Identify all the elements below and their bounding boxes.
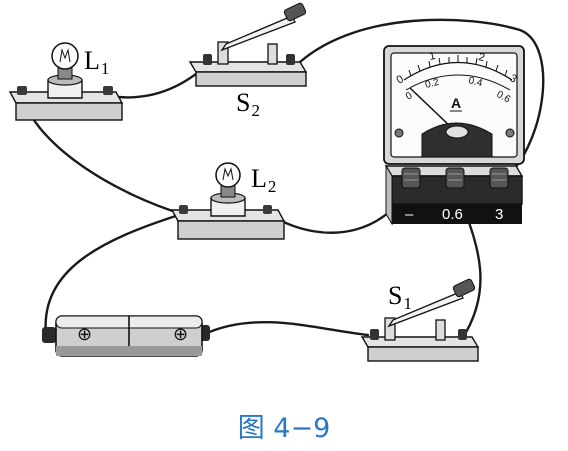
label-s2-sub: 2 xyxy=(251,101,260,120)
label-s2-main: S xyxy=(236,88,251,117)
ammeter-scale-inner-04: 0.4 xyxy=(467,75,484,89)
battery: ⊕ ⊕ xyxy=(42,315,210,357)
label-l2-main: L xyxy=(251,164,267,193)
battery-cell-2-symbol: ⊕ xyxy=(173,324,188,345)
ammeter-unit: A xyxy=(451,95,461,111)
wire-s2-ammeter-3 xyxy=(298,18,545,185)
ammeter-scale-outer-3: 3 xyxy=(508,72,519,85)
ammeter-scale-outer-1: 1 xyxy=(428,50,436,63)
label-s1: S1 xyxy=(388,281,412,313)
ammeter-scale-outer-0: 0 xyxy=(395,73,406,86)
label-l1-main: L xyxy=(84,46,100,75)
switch-s1[interactable] xyxy=(360,278,480,362)
wire-battery-s1 xyxy=(205,320,370,337)
ammeter-terminals xyxy=(401,167,509,189)
ammeter: 0 1 2 3 0 0.2 0.4 0.6 A – 0.6 3 xyxy=(383,45,525,226)
switch-s2[interactable] xyxy=(188,2,308,87)
ammeter-terminal-3: 3 xyxy=(495,206,503,223)
ammeter-terminal-minus: – xyxy=(405,206,414,223)
battery-cell-1-symbol: ⊕ xyxy=(77,324,92,345)
label-s2: S2 xyxy=(236,88,260,120)
label-s1-sub: 1 xyxy=(403,294,412,313)
label-l1-sub: 1 xyxy=(100,59,110,78)
label-l1: L1 xyxy=(84,46,110,78)
label-l2-sub: 2 xyxy=(267,177,277,196)
lamp-l2 xyxy=(170,162,286,240)
ammeter-scale-inner-02: 0.2 xyxy=(424,77,441,91)
ammeter-needle xyxy=(409,87,453,129)
ammeter-scale-outer-2: 2 xyxy=(477,51,485,64)
figure-caption: 图 4−9 xyxy=(237,413,331,444)
ammeter-scale-inner-0: 0 xyxy=(404,90,415,103)
ammeter-terminal-06: 0.6 xyxy=(442,206,463,223)
wire-l2-battery xyxy=(44,212,184,337)
label-s1-main: S xyxy=(388,281,403,310)
label-l2: L2 xyxy=(251,164,277,196)
lamp-l1 xyxy=(8,42,124,121)
